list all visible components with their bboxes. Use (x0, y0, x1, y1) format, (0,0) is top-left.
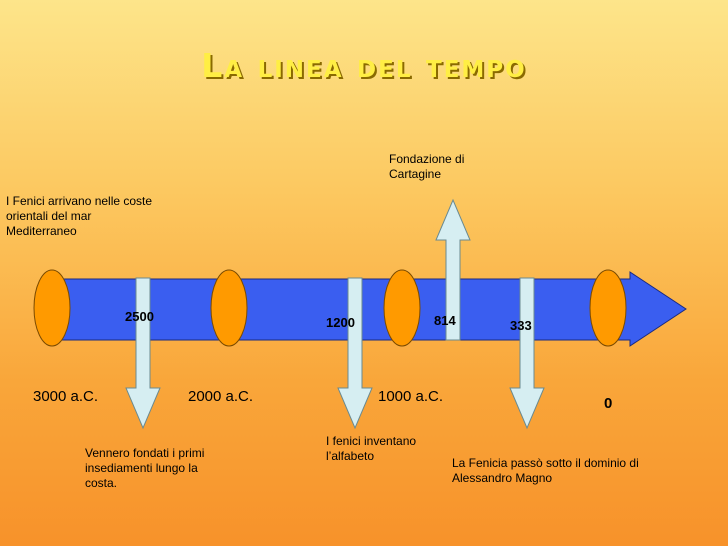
era-marker-3000 (33, 269, 71, 347)
arrow-down-333 (509, 277, 545, 430)
year-number-1200: 1200 (326, 315, 355, 330)
year-number-814: 814 (434, 313, 456, 328)
event-carthage: Fondazione di Cartagine (389, 152, 465, 181)
year-label-1000: 1000 a.C. (378, 388, 444, 405)
year-number-2500: 2500 (125, 309, 154, 324)
event-alexander: La Fenicia passò sotto il dominio di Ale… (452, 456, 639, 485)
event-alphabet: I fenici inventano l’alfabeto (326, 434, 417, 463)
year-number-333: 333 (510, 318, 532, 333)
year-label-0: 0 (604, 395, 613, 412)
year-label-2000: 2000 a.C. (188, 388, 254, 405)
arrow-down-2500 (125, 277, 161, 430)
event-arrival: I Fenici arrivano nelle coste orientali … (6, 194, 153, 238)
year-label-3000: 3000 a.C. (33, 388, 99, 405)
era-marker-2000 (210, 269, 248, 347)
page-title: La linea del tempo (201, 46, 527, 85)
arrow-up-814 (435, 198, 471, 341)
event-settlements: Vennero fondati i primi insediamenti lun… (85, 446, 205, 490)
arrow-down-1200 (337, 277, 373, 430)
era-marker-0 (589, 269, 627, 347)
era-marker-1000 (383, 269, 421, 347)
